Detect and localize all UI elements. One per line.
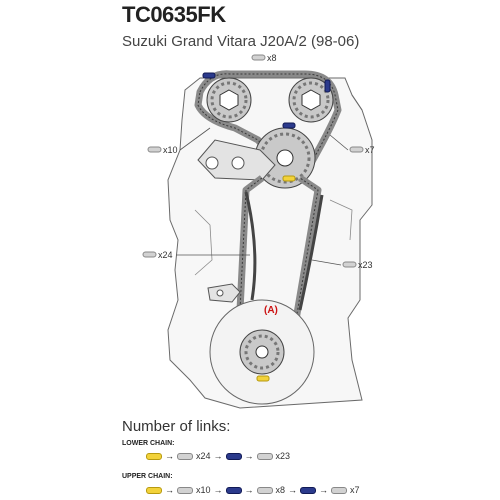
upper-chain-count-2: x8	[275, 485, 286, 495]
callout-x24-label: x24	[158, 250, 173, 260]
arrow-right-icon: →	[319, 485, 329, 495]
arrow-right-icon: →	[213, 451, 223, 461]
arrow-right-icon: →	[165, 451, 174, 461]
links-heading: Number of links:	[122, 418, 231, 435]
blue-link-icon	[225, 486, 242, 494]
yellow-link-icon	[146, 486, 162, 494]
timing-mark-yellow-idler	[282, 175, 296, 182]
grey-link-icon	[177, 486, 193, 494]
timing-mark-blue-intake	[202, 72, 216, 79]
upper-chain-title: UPPER CHAIN:	[122, 473, 173, 480]
callout-x10-label: x10	[163, 145, 178, 155]
callout-link-icon	[349, 146, 364, 153]
idler-sprocket	[254, 127, 316, 189]
lower-chain-count-1: x24	[196, 451, 211, 461]
diagram-title: TC0635FK	[122, 2, 226, 27]
grey-link-icon	[331, 486, 348, 494]
upper-chain-sequence: → x10 → → x8 → → x7	[146, 485, 360, 495]
arrow-right-icon: →	[244, 485, 254, 495]
callout-x8-label: x8	[267, 53, 277, 63]
yellow-link-icon	[146, 452, 162, 460]
arrow-right-icon: →	[244, 451, 254, 461]
lower-chain-guide-right	[298, 194, 324, 311]
lower-chain-guide-left	[244, 191, 257, 301]
arrow-right-icon: →	[288, 485, 298, 495]
tensioner-bracket	[207, 283, 241, 303]
lower-chain-title: LOWER CHAIN:	[122, 440, 175, 447]
diagram-subtitle: Suzuki Grand Vitara J20A/2 (98-06)	[122, 33, 360, 50]
grey-link-icon	[177, 452, 193, 460]
crankshaft-sprocket	[209, 299, 315, 405]
marker-a-label: (A)	[264, 305, 278, 316]
arrow-right-icon: →	[165, 485, 174, 495]
timing-mark-yellow-crank	[256, 375, 270, 382]
timing-mark-blue-idler	[282, 122, 296, 129]
blue-link-icon	[300, 486, 317, 494]
callout-link-icon	[142, 251, 157, 258]
callout-x23-label: x23	[358, 260, 373, 270]
callout-link-icon	[342, 261, 357, 268]
grey-link-icon	[256, 452, 273, 460]
arrow-right-icon: →	[213, 485, 223, 495]
timing-mark-blue-exhaust	[324, 79, 331, 93]
blue-link-icon	[225, 452, 242, 460]
exhaust-cam-sprocket	[288, 77, 334, 123]
callout-x7-label: x7	[365, 145, 375, 155]
lower-chain-sequence: → x24 → → x23	[146, 451, 290, 461]
lower-chain-count-2: x23	[275, 451, 291, 461]
upper-chain-count-1: x10	[196, 485, 211, 495]
intake-cam-sprocket	[206, 77, 252, 123]
upper-chain-count-3: x7	[350, 485, 360, 495]
grey-link-icon	[256, 486, 273, 494]
callout-link-icon	[147, 146, 162, 153]
callout-link-icon	[251, 54, 266, 61]
